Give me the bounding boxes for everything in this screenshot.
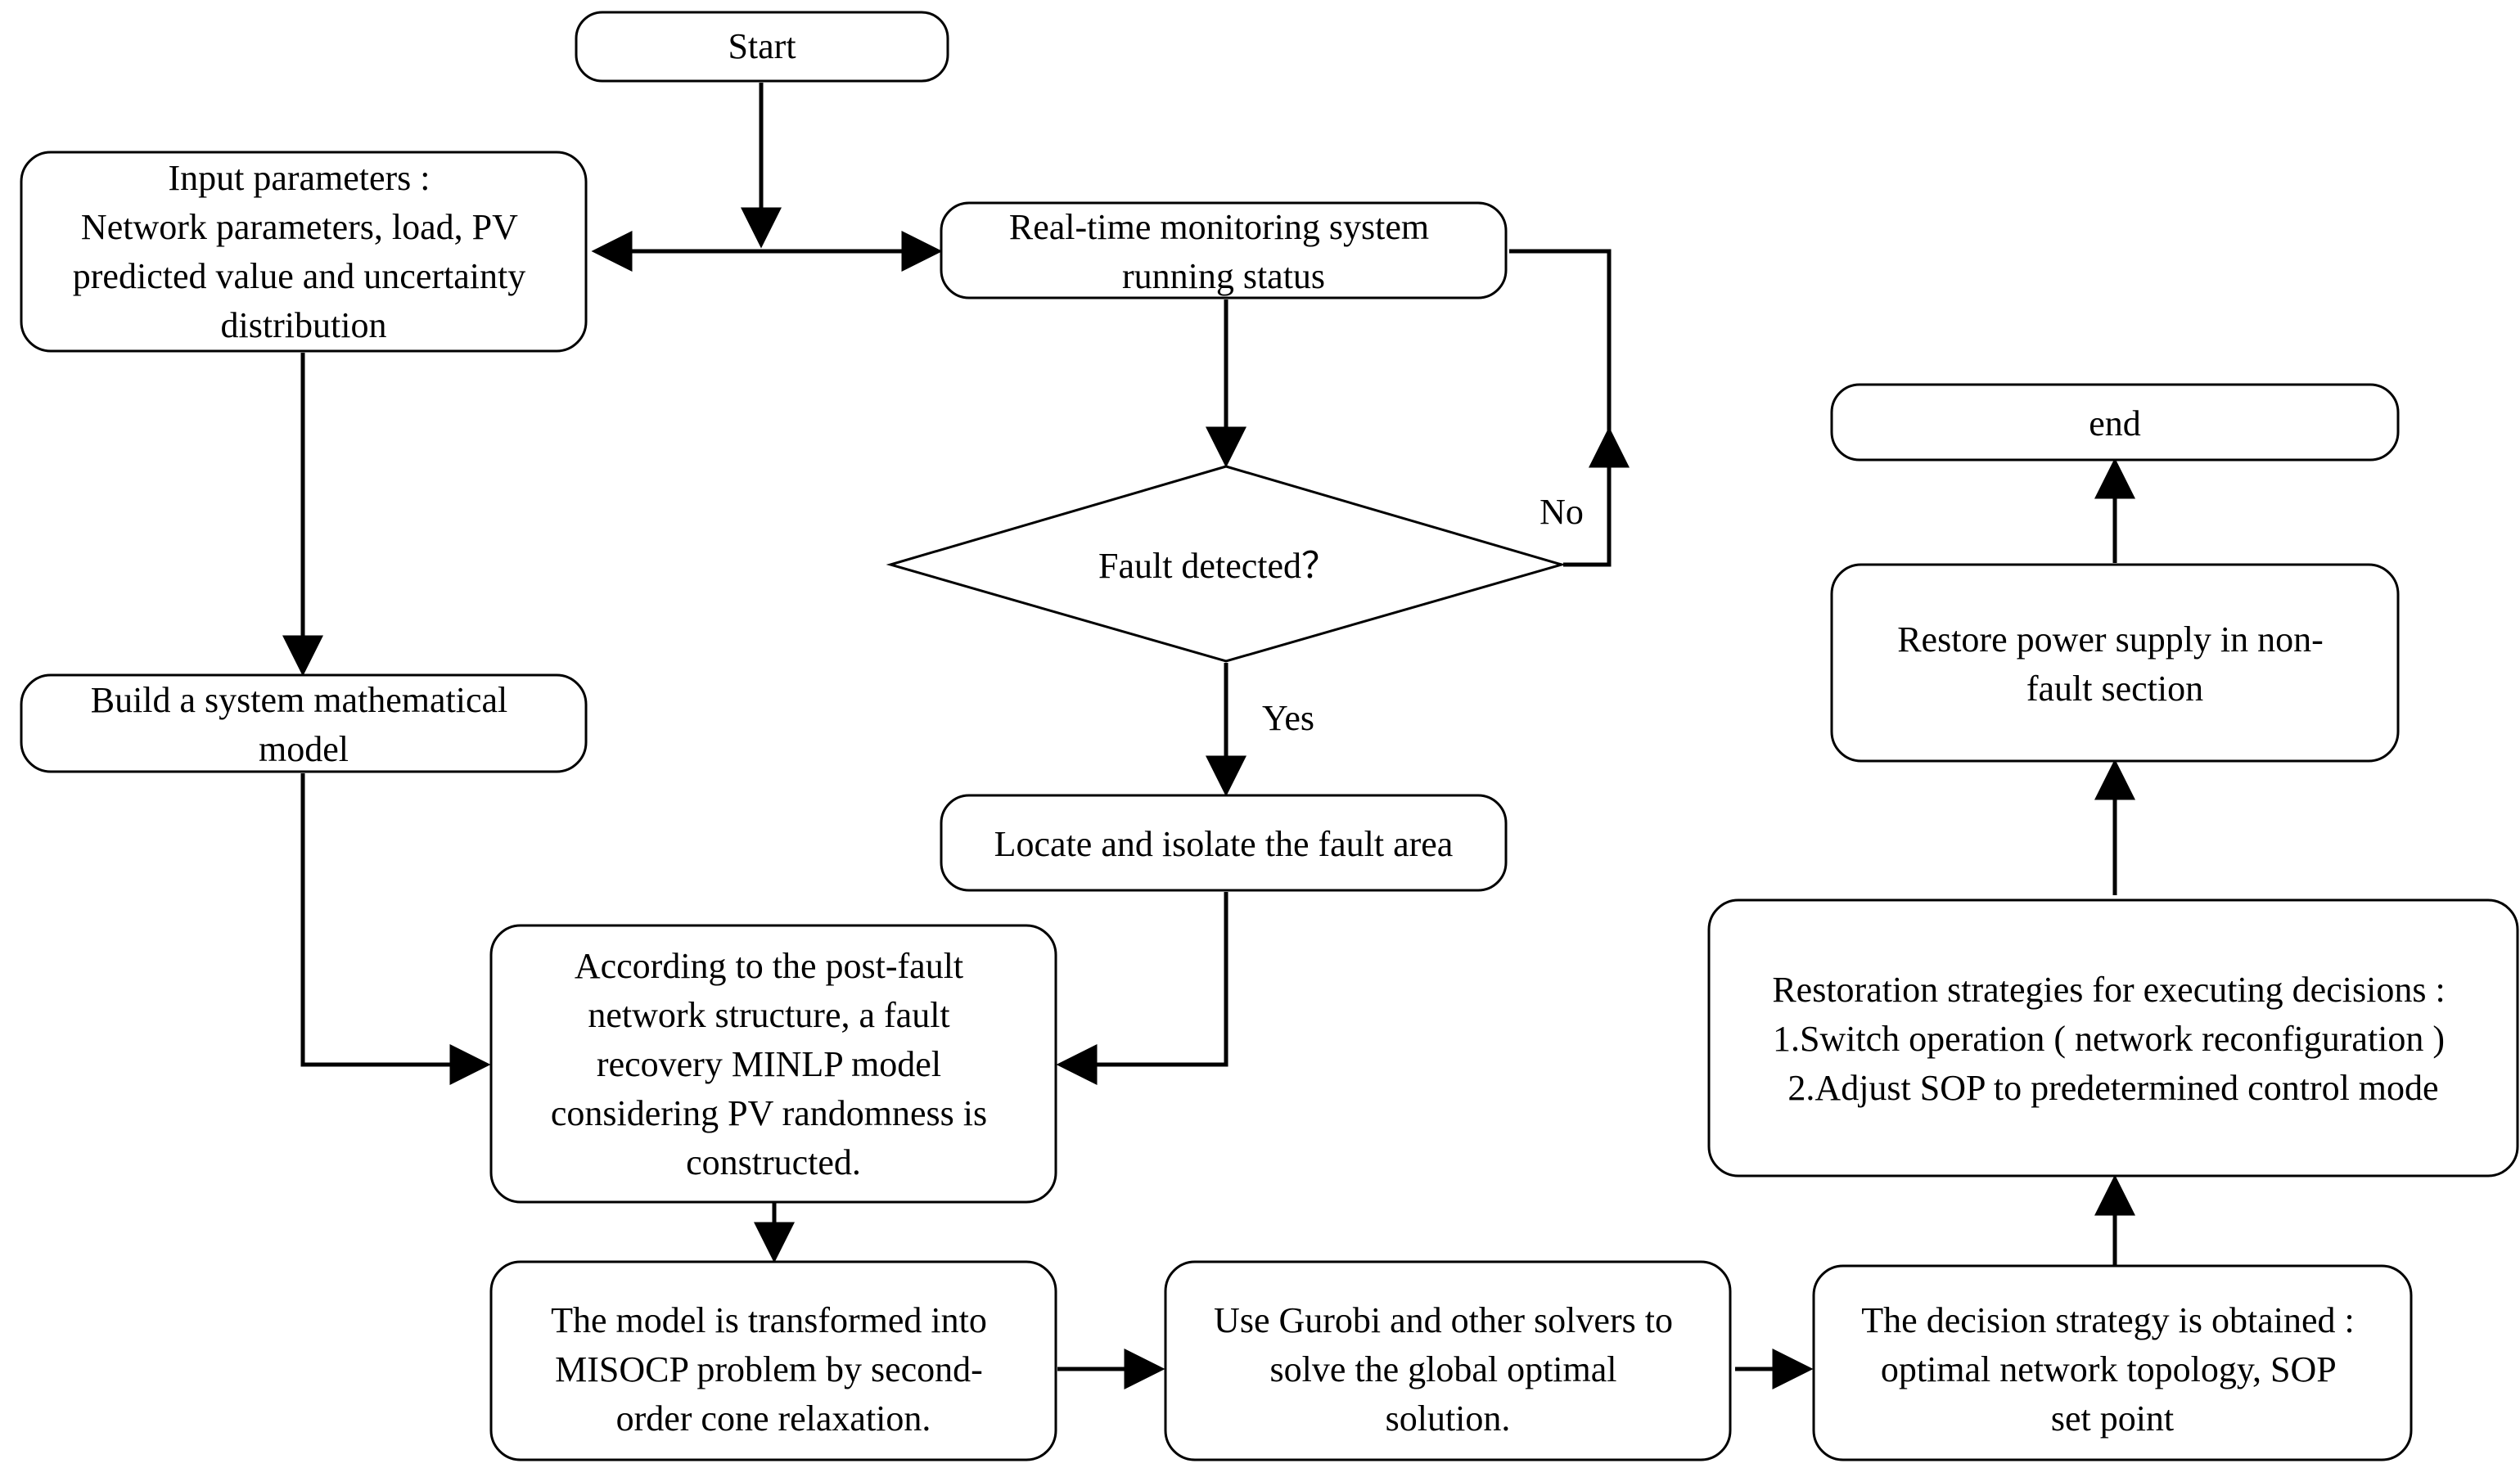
node-build-line-2: model — [259, 729, 349, 769]
node-minlp-line-5: constructed. — [686, 1142, 861, 1182]
node-minlp-label: According to the post-fault network stru… — [551, 946, 996, 1182]
node-restore-label: Restore power supply in non- fault secti… — [1897, 619, 2333, 709]
node-end: end — [1830, 383, 2400, 462]
node-start: Start — [575, 11, 949, 83]
node-misocp: The model is transformed into MISOCP pro… — [489, 1260, 1057, 1461]
node-misocp-label: The model is transformed into MISOCP pro… — [551, 1300, 996, 1439]
node-input: Input parameters : Network parameters, l… — [20, 151, 588, 353]
node-restoration-line-2: 1.Switch operation ( network reconfigura… — [1773, 1019, 2445, 1059]
node-restore-line-1: Restore power supply in non- — [1897, 619, 2324, 660]
node-strategy-line-3: set point — [2051, 1398, 2174, 1439]
node-input-line-1: Input parameters : — [168, 158, 430, 198]
node-input-line-4: distribution — [221, 305, 387, 345]
node-misocp-line-2: MISOCP problem by second- — [555, 1349, 983, 1389]
node-strategy: The decision strategy is obtained : opti… — [1812, 1264, 2413, 1461]
node-strategy-line-2: optimal network topology, SOP — [1881, 1349, 2335, 1389]
node-monitor: Real-time monitoring system running stat… — [940, 201, 1508, 299]
node-input-label: Input parameters : Network parameters, l… — [73, 158, 534, 345]
edges — [282, 83, 2135, 1389]
edge-locate-to-minlp — [1056, 892, 1228, 1085]
node-gurobi-line-1: Use Gurobi and other solvers to — [1214, 1300, 1673, 1340]
node-restoration-line-3: 2.Adjust SOP to predetermined control mo… — [1787, 1068, 2438, 1108]
node-misocp-line-1: The model is transformed into — [551, 1300, 987, 1340]
edge-build-to-minlp — [300, 773, 491, 1085]
node-gurobi-line-2: solve the global optimal — [1269, 1349, 1616, 1389]
node-restore: Restore power supply in non- fault secti… — [1830, 563, 2400, 763]
node-minlp-line-2: network structure, a fault — [588, 995, 949, 1035]
node-restoration-label: Restoration strategies for executing dec… — [1772, 970, 2454, 1108]
node-decision: Fault detected？ — [886, 465, 1567, 663]
node-minlp-line-4: considering PV randomness is — [551, 1093, 987, 1133]
node-restoration: Restoration strategies for executing dec… — [1707, 898, 2519, 1178]
edge-decision-no-loop — [1563, 426, 1630, 567]
node-misocp-line-3: order cone relaxation. — [616, 1398, 931, 1439]
node-monitor-line-2: running status — [1122, 256, 1325, 296]
node-strategy-label: The decision strategy is obtained : opti… — [1861, 1300, 2363, 1439]
node-input-line-2: Network parameters, load, PV — [81, 207, 518, 247]
node-build: Build a system mathematical model — [20, 673, 588, 773]
node-start-label: Start — [728, 26, 796, 66]
node-gurobi: Use Gurobi and other solvers to solve th… — [1164, 1260, 1732, 1461]
node-build-label: Build a system mathematical model — [91, 680, 517, 769]
node-restoration-line-1: Restoration strategies for executing dec… — [1772, 970, 2445, 1010]
edge-loop-to-monitor — [1509, 249, 1612, 435]
node-gurobi-label: Use Gurobi and other solvers to solve th… — [1214, 1300, 1682, 1439]
node-end-label: end — [2089, 403, 2141, 444]
node-build-line-1: Build a system mathematical — [91, 680, 508, 720]
node-gurobi-line-3: solution. — [1386, 1398, 1511, 1439]
node-minlp: According to the post-fault network stru… — [489, 924, 1057, 1204]
node-minlp-line-3: recovery MINLP model — [597, 1044, 941, 1084]
node-monitor-line-1: Real-time monitoring system — [1009, 207, 1429, 247]
node-locate: Locate and isolate the fault area — [940, 794, 1508, 892]
node-minlp-line-1: According to the post-fault — [575, 946, 963, 986]
node-decision-label: Fault detected？ — [1098, 546, 1337, 586]
node-monitor-label: Real-time monitoring system running stat… — [1009, 207, 1438, 296]
node-input-line-3: predicted value and uncertainty — [73, 256, 525, 296]
node-strategy-line-1: The decision strategy is obtained : — [1861, 1300, 2354, 1340]
edge-no-label: No — [1539, 492, 1584, 532]
edge-yes-label: Yes — [1262, 698, 1314, 738]
node-locate-label: Locate and isolate the fault area — [994, 824, 1454, 864]
node-restore-line-2: fault section — [2026, 669, 2203, 709]
